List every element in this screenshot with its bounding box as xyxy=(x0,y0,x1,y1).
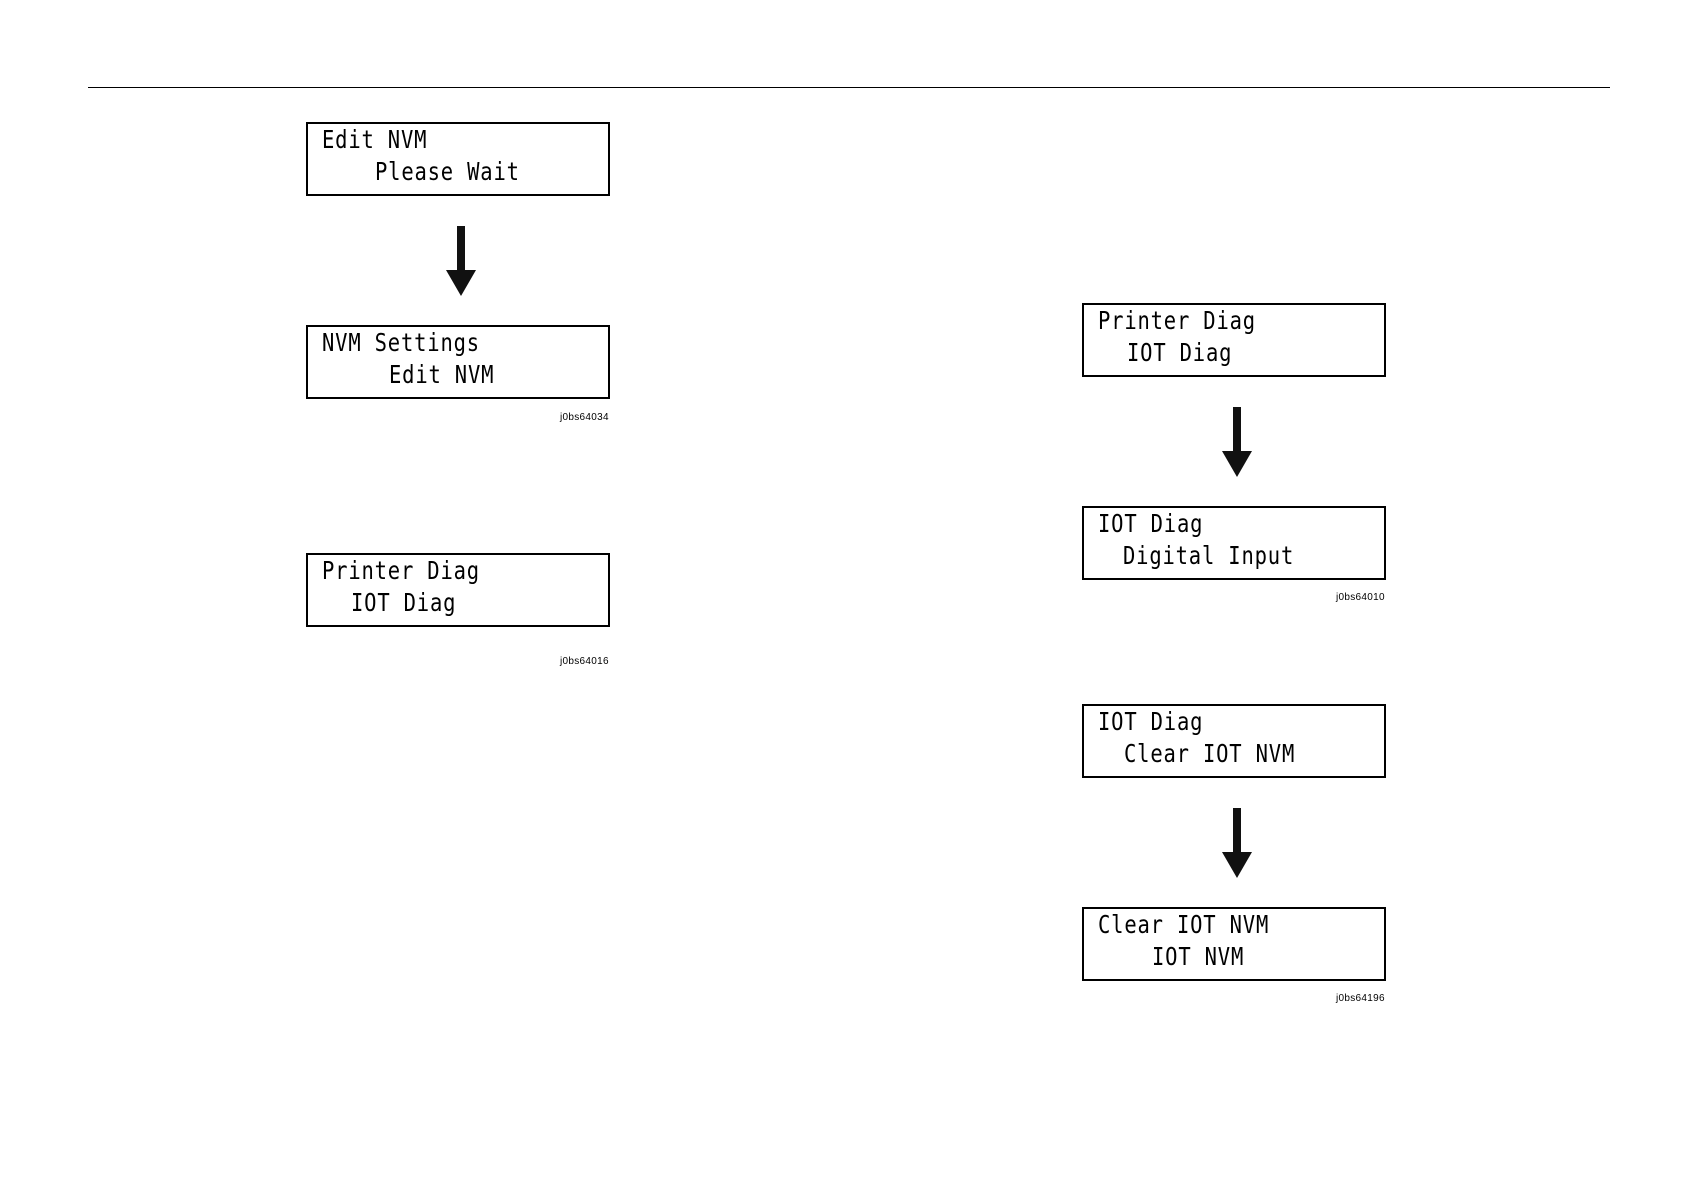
lcd-line-2: Please Wait xyxy=(375,158,520,185)
lcd-line-1: Edit NVM xyxy=(322,126,427,153)
lcd-line-2: Digital Input xyxy=(1123,542,1294,569)
header-rule xyxy=(88,87,1610,88)
lcd-screen-iot-diag-clear: IOT Diag Clear IOT NVM xyxy=(1082,704,1386,778)
lcd-screen-edit-nvm-wait: Edit NVM Please Wait xyxy=(306,122,610,196)
lcd-line-1: Printer Diag xyxy=(1098,307,1256,334)
figure-id: j0bs64034 xyxy=(560,412,609,423)
lcd-screen-printer-diag: Printer Diag IOT Diag xyxy=(1082,303,1386,377)
lcd-screen-iot-diag-digital-input: IOT Diag Digital Input xyxy=(1082,506,1386,580)
lcd-line-2: IOT Diag xyxy=(1127,339,1232,366)
lcd-screen-nvm-settings: NVM Settings Edit NVM xyxy=(306,325,610,399)
lcd-line-2: Clear IOT NVM xyxy=(1124,740,1295,767)
down-arrow-icon xyxy=(1221,808,1253,878)
lcd-line-1: IOT Diag xyxy=(1098,510,1203,537)
lcd-line-1: NVM Settings xyxy=(322,329,480,356)
lcd-line-1: Printer Diag xyxy=(322,557,480,584)
figure-id: j0bs64010 xyxy=(1336,592,1385,603)
lcd-screen-printer-diag: Printer Diag IOT Diag xyxy=(306,553,610,627)
down-arrow-icon xyxy=(445,226,477,296)
lcd-line-2: IOT NVM xyxy=(1152,943,1244,970)
lcd-line-1: IOT Diag xyxy=(1098,708,1203,735)
lcd-line-1: Clear IOT NVM xyxy=(1098,911,1269,938)
down-arrow-icon xyxy=(1221,407,1253,477)
lcd-screen-clear-iot-nvm: Clear IOT NVM IOT NVM xyxy=(1082,907,1386,981)
figure-id: j0bs64196 xyxy=(1336,993,1385,1004)
figure-id: j0bs64016 xyxy=(560,656,609,667)
lcd-line-2: Edit NVM xyxy=(389,361,494,388)
lcd-line-2: IOT Diag xyxy=(351,589,456,616)
